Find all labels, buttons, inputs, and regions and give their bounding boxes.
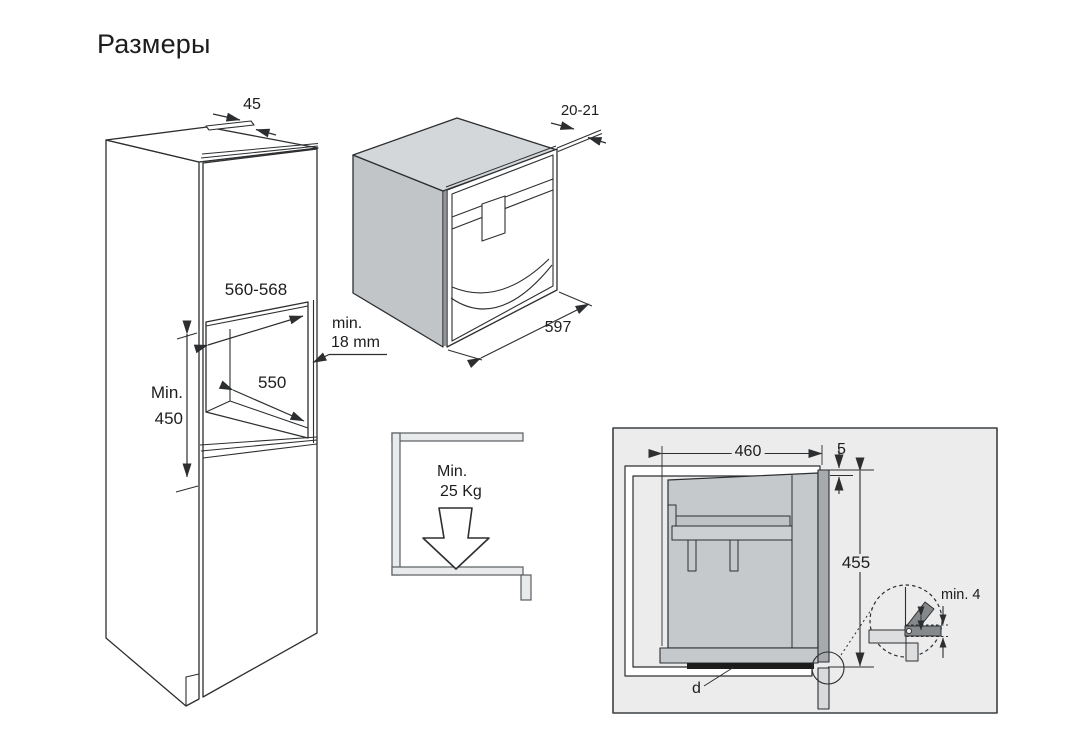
- dim-niche-depth-arrow: [218, 380, 305, 422]
- machine-front-inner-frame: [451, 154, 554, 342]
- detail-shelf-bar: [868, 629, 907, 644]
- appliance-base: [659, 647, 819, 664]
- dim-label-wall-min-value: 18 mm: [331, 334, 380, 351]
- bracket-left-bar: [391, 432, 401, 576]
- dim-label-550: 550: [258, 373, 287, 392]
- bracket-end-block: [520, 574, 532, 601]
- niche-section-outline: [624, 465, 821, 677]
- dim-20-21-arrows: [550, 121, 607, 146]
- page-title: Размеры: [97, 29, 211, 59]
- cabinet-top-strip: [205, 120, 255, 131]
- dim-label-560-568: 560-568: [224, 280, 288, 299]
- bracket-top-bar: [391, 432, 524, 442]
- detail-screw-mark: [905, 627, 913, 635]
- cabinet-top-trim-lines: [199, 143, 319, 163]
- label-d: d: [692, 680, 701, 697]
- skirt-strip-d: [687, 663, 814, 669]
- cabinet-shelf-front-lines: [199, 436, 318, 459]
- machine-panel-strip-20-21: [556, 129, 603, 152]
- dim-label-455: 455: [838, 554, 874, 572]
- dim-597-arrow: [447, 291, 593, 369]
- dim-niche-height-arrow: [175, 320, 199, 493]
- load-figure: [391, 432, 532, 601]
- cabinet-dimensions: [175, 112, 387, 493]
- appliance-spout-leg-left: [687, 539, 697, 572]
- detail-source-circle: [811, 651, 845, 685]
- dim-niche-width-arrow: [193, 315, 304, 354]
- cabinet-plinth-notch: [185, 673, 200, 706]
- dim-label-min-prefix-450: Min.: [150, 383, 183, 402]
- dim-label-wall-min-prefix: min.: [332, 315, 363, 332]
- dim-label-min-4: min. 4: [941, 587, 981, 603]
- dim-label-450: 450: [154, 409, 183, 428]
- load-label-weight: 25 Kg: [440, 483, 482, 500]
- furniture-panel-lower: [817, 667, 830, 710]
- appliance-spout-leg-right: [729, 539, 739, 572]
- machine-figure: [352, 117, 603, 348]
- appliance-brew-band-upper: [675, 515, 791, 527]
- load-down-arrow: [422, 507, 490, 570]
- detail-panel-bar: [905, 642, 919, 662]
- dim-label-20-21: 20-21: [560, 102, 600, 119]
- dim-label-45: 45: [243, 96, 261, 113]
- load-label-prefix: Min.: [437, 463, 468, 480]
- appliance-internal-lines: [668, 475, 793, 648]
- detail-dashed-refs: [906, 624, 948, 637]
- dim-label-597: 597: [544, 319, 572, 336]
- side-view-figure: [612, 427, 998, 714]
- dim-wall-min-leader: [312, 352, 387, 364]
- machine-dimensions: [447, 121, 607, 369]
- dim-label-5: 5: [837, 441, 846, 458]
- appliance-brew-band-lower: [671, 525, 793, 541]
- dim-top-depth-45-arrows: [212, 112, 277, 138]
- detail-circle-group: [840, 584, 948, 662]
- furniture-front-panel: [817, 469, 830, 663]
- d-leader-line: [703, 666, 735, 687]
- dim-label-460: 460: [731, 443, 765, 461]
- machine-frame-edge-lines: [444, 145, 557, 346]
- machine-dispenser-spout: [481, 195, 506, 242]
